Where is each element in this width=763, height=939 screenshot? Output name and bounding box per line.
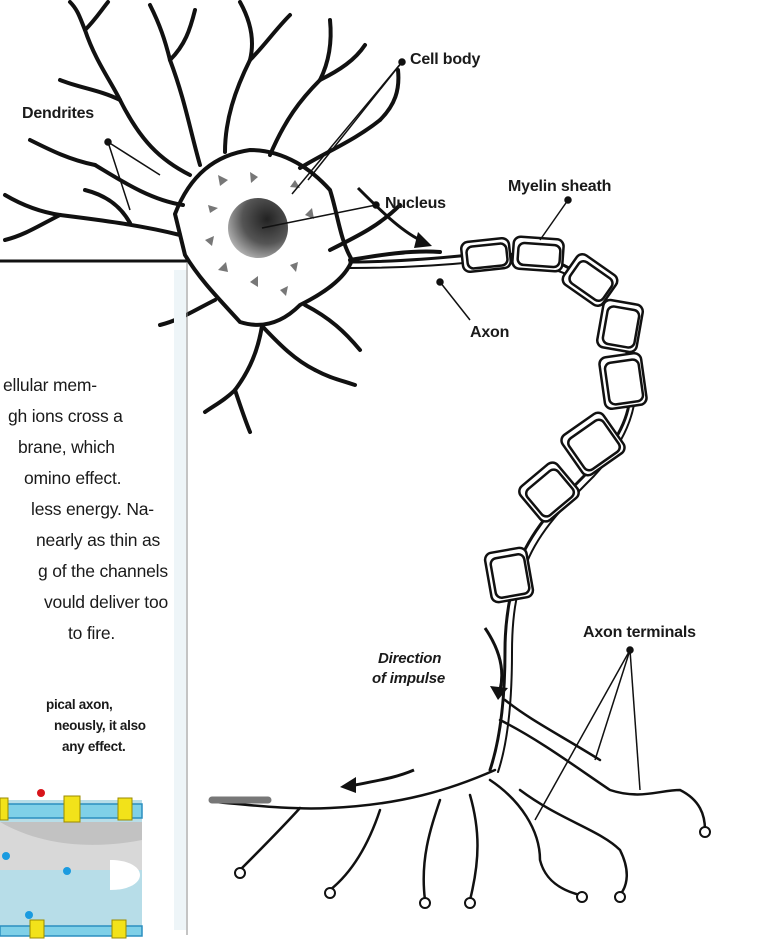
clipping-body-line: brane, which bbox=[18, 432, 115, 463]
clipping-body-line: g of the channels bbox=[38, 556, 168, 587]
clipping-body-line: gh ions cross a bbox=[8, 401, 123, 432]
clipping-caption-line: pical axon, bbox=[46, 694, 112, 716]
label-direction-line1: Direction bbox=[378, 649, 441, 669]
label-myelin-sheath: Myelin sheath bbox=[508, 178, 611, 196]
clipping-body-line: to fire. bbox=[68, 618, 115, 649]
clipping-caption-line: neously, it also bbox=[54, 715, 146, 737]
label-dendrites: Dendrites bbox=[22, 105, 94, 123]
label-axon-terminals: Axon terminals bbox=[583, 624, 696, 642]
clipping-body-line: vould deliver too bbox=[44, 587, 168, 618]
axon-terminal-branches bbox=[215, 700, 705, 900]
label-axon: Axon bbox=[470, 324, 509, 342]
myelin-segments bbox=[461, 236, 648, 603]
clipping-caption-line: any effect. bbox=[62, 736, 125, 758]
direction-arrows bbox=[340, 188, 508, 793]
dendrites bbox=[5, 2, 440, 432]
clipping-membrane-figure bbox=[0, 789, 142, 938]
label-cell-body: Cell body bbox=[410, 51, 480, 69]
clipping-body-line: nearly as thin as bbox=[36, 525, 160, 556]
label-direction-line2: of impulse bbox=[372, 669, 445, 689]
label-nucleus: Nucleus bbox=[385, 195, 446, 213]
synaptic-knobs bbox=[235, 827, 710, 908]
clipping-body-line: omino effect. bbox=[24, 463, 121, 494]
clipping-body-line: less energy. Na- bbox=[31, 494, 154, 525]
clipping-body-line: ellular mem- bbox=[3, 370, 97, 401]
nucleus-shape bbox=[228, 198, 288, 258]
